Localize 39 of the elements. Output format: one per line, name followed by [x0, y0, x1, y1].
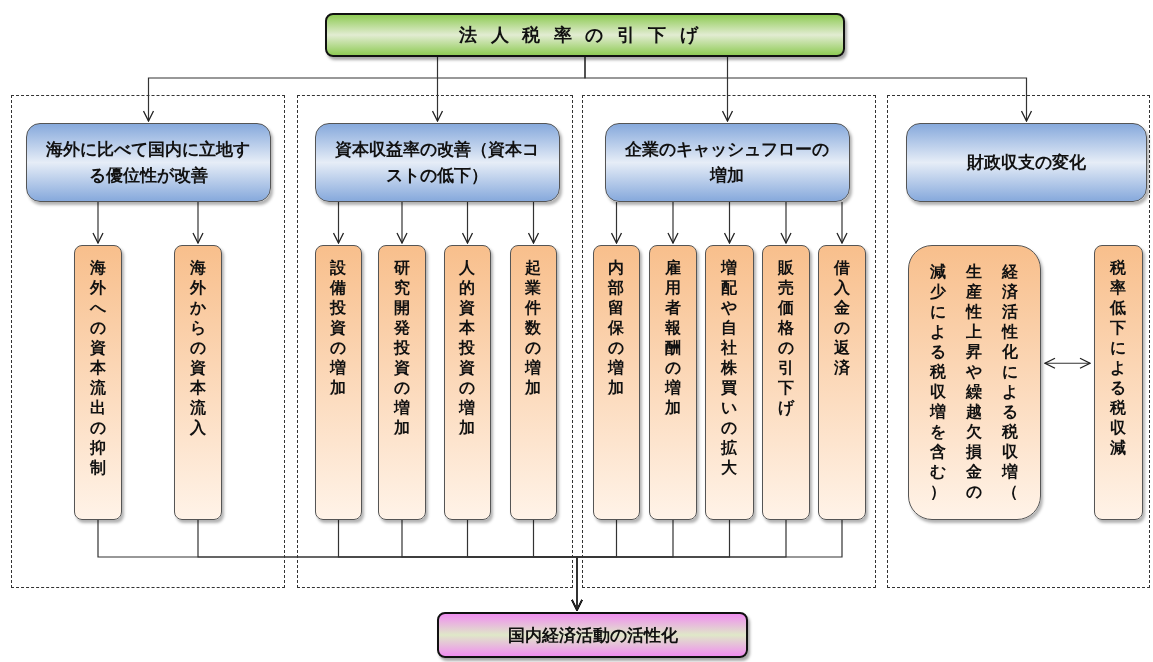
arrow [527, 201, 540, 244]
category-box: 資本収益率の改善（資本コストの低下） [314, 122, 560, 202]
effect-box: 起業件数の増加 [509, 244, 557, 520]
group-panel [582, 95, 876, 588]
category-box: 企業のキャッシュフローの増加 [604, 122, 850, 202]
effect-box: 人的資本投資の増加 [443, 244, 491, 520]
arrow [92, 201, 104, 244]
arrow [192, 201, 204, 244]
arrow [332, 201, 345, 244]
effect-box: 雇用者報酬の増加 [648, 244, 697, 520]
effect-box: 海外からの資本流入 [173, 244, 222, 520]
effect-box: 増配や自社株買いの拡大 [704, 244, 754, 520]
arrow [723, 201, 736, 244]
arrow [1044, 357, 1091, 369]
effect-box: 設備投資の増加 [314, 244, 362, 520]
arrow [610, 201, 623, 244]
group-panel [887, 95, 1150, 588]
effect-box: 内部留保の増加 [592, 244, 640, 520]
effect-box: 海外への資本流出の抑制 [73, 244, 122, 520]
arrow [780, 201, 792, 244]
effect-box: 研究開発投資の増加 [377, 244, 426, 520]
arrow [667, 201, 679, 244]
arrow [396, 201, 408, 244]
arrow [461, 201, 474, 244]
category-box: 海外に比べて国内に立地する優位性が改善 [25, 122, 271, 202]
arrow [584, 56, 1033, 122]
effect-box: 借入金の返済 [817, 244, 866, 520]
effect-box: 税率低下による税収減 [1093, 244, 1143, 520]
arrow [836, 201, 848, 244]
arrow [721, 56, 734, 122]
result-banner: 国内経済活動の活性化 [437, 612, 748, 658]
policy-banner: 法人税率の引下げ [325, 13, 845, 57]
arrow [431, 56, 444, 122]
arrow [571, 519, 843, 611]
group-panel [297, 95, 573, 588]
effect-box: 経済活性化による税収増（生産性上昇や繰越欠損金の減少による税収増を含む） [907, 244, 1041, 520]
effect-box: 販売価格の引下げ [761, 244, 810, 520]
category-box: 財政収支の変化 [905, 122, 1147, 202]
group-panel [11, 95, 285, 588]
